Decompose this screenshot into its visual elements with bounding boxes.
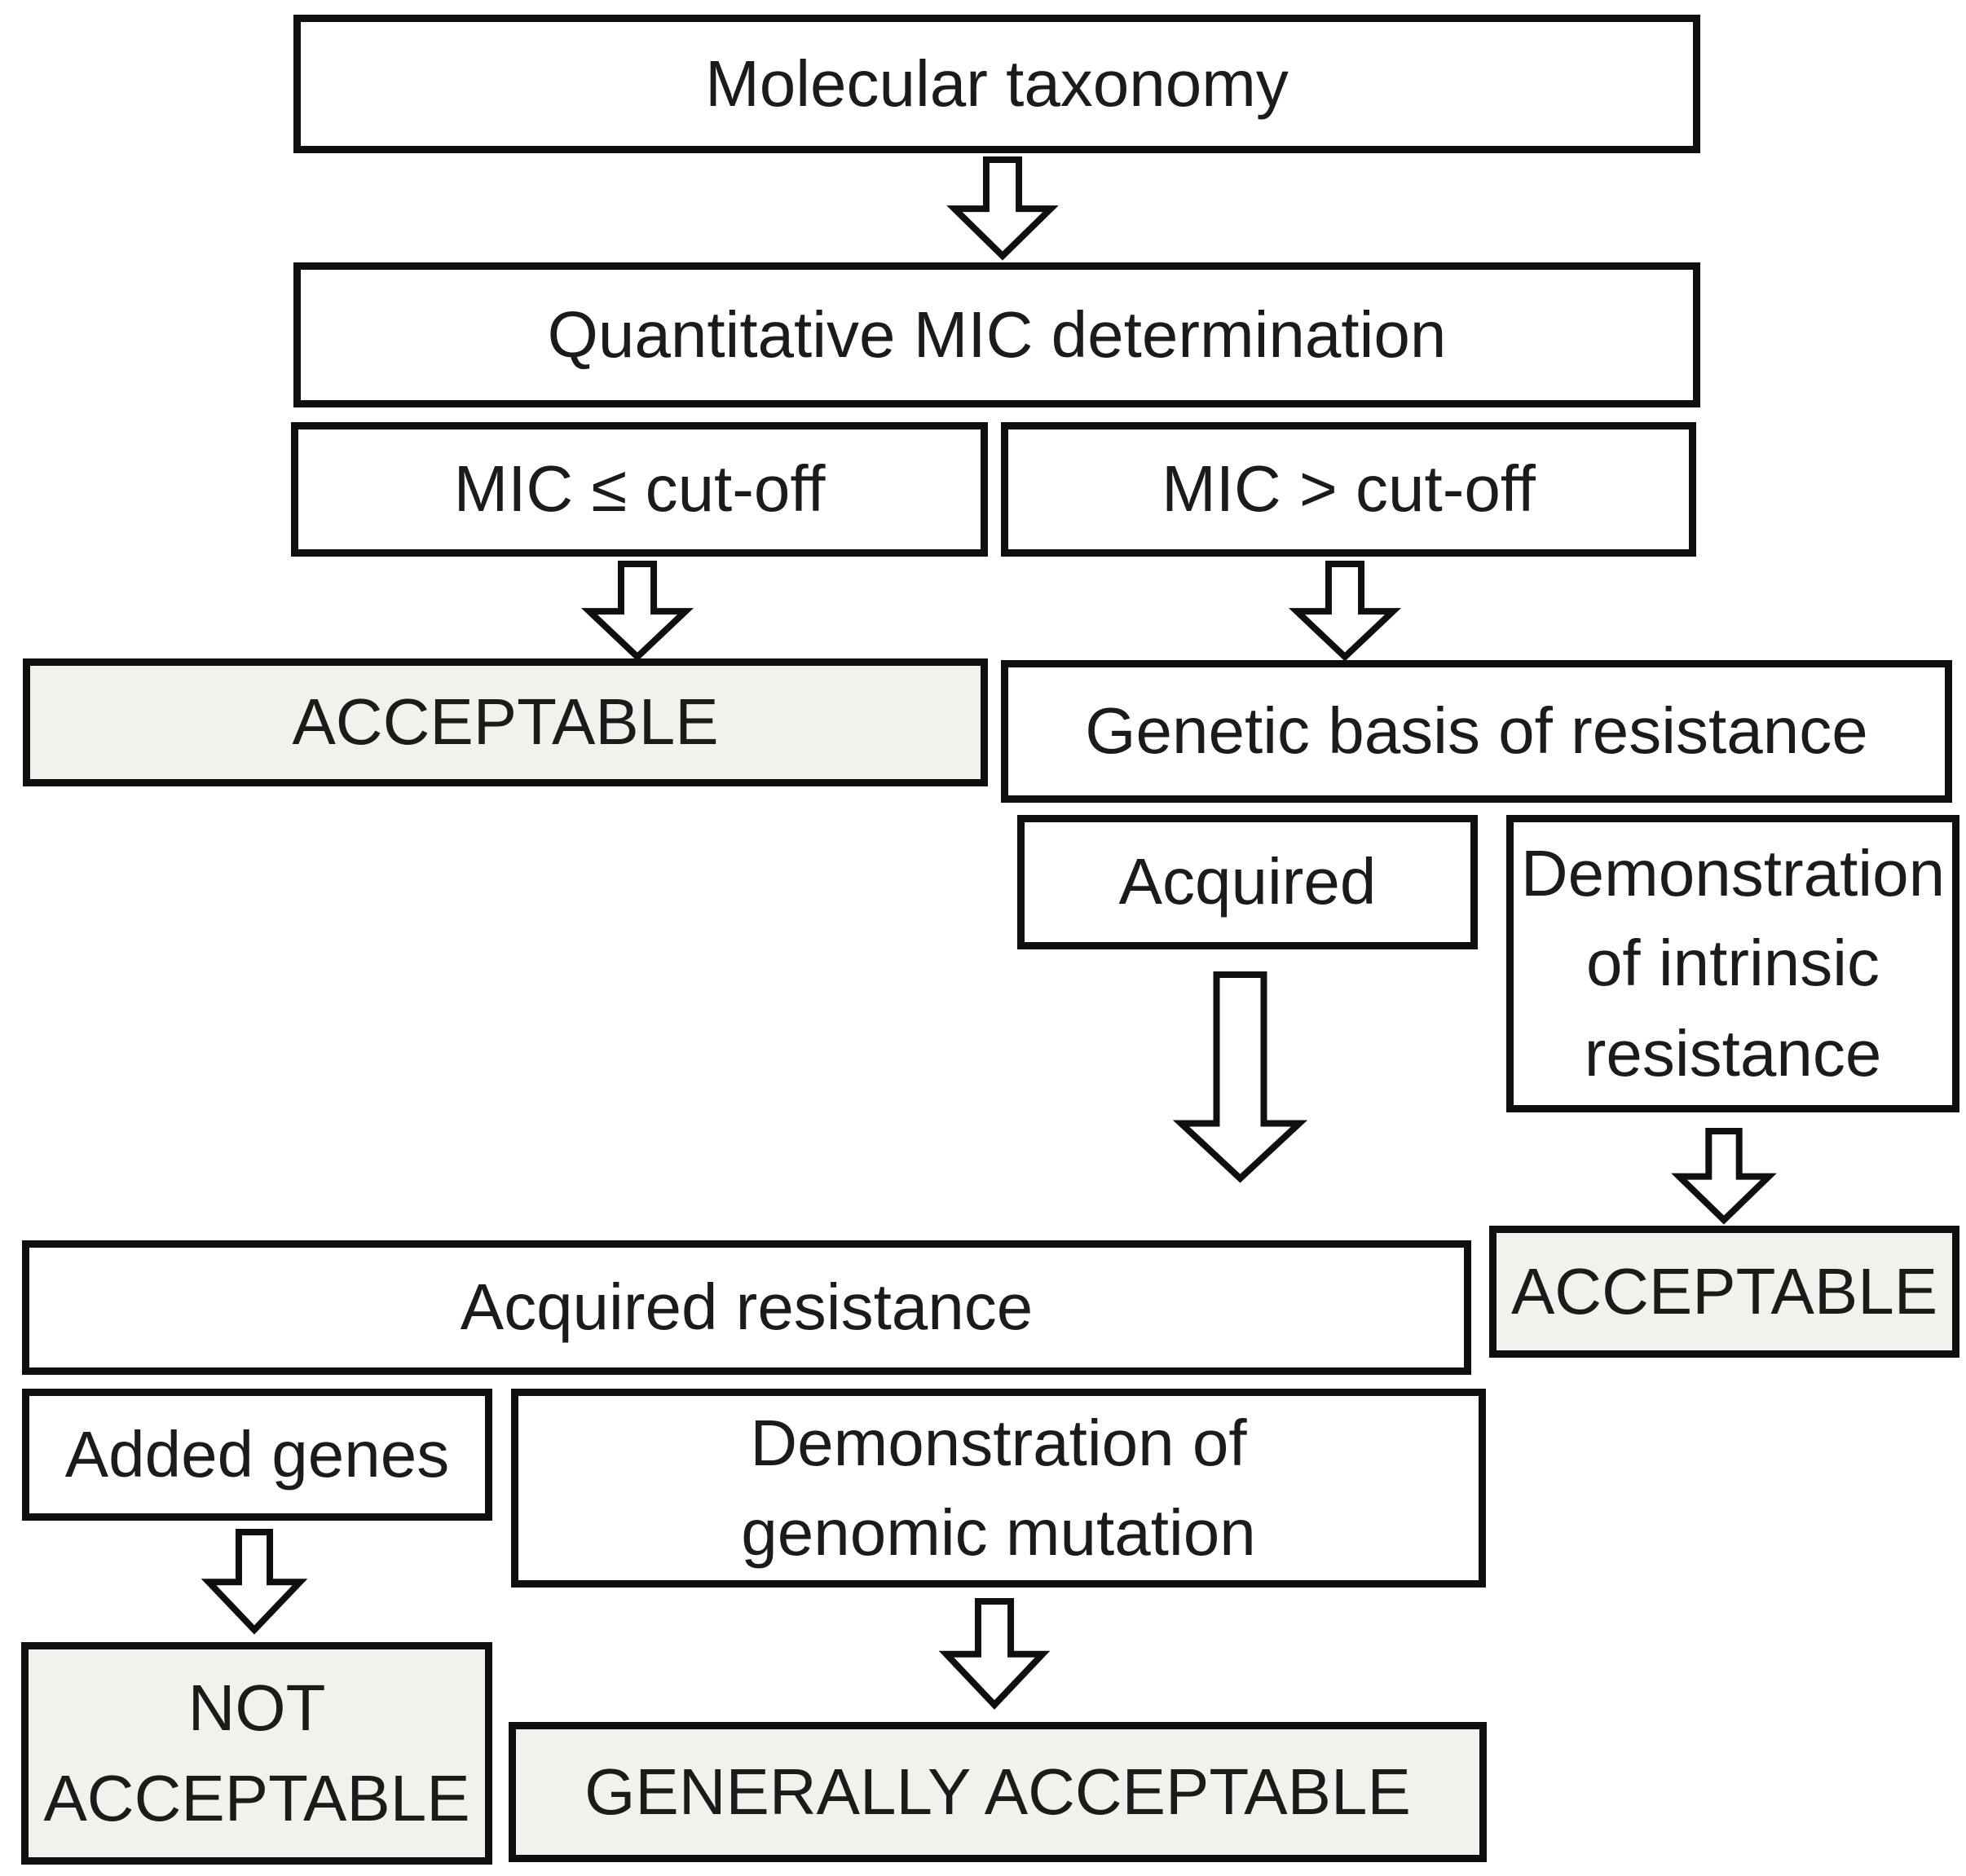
node-acceptable-left: ACCEPTABLE [23, 658, 988, 786]
node-label: Added genes [64, 1417, 450, 1491]
node-label: ACCEPTABLE [1510, 1254, 1938, 1328]
down-arrow-icon [589, 564, 685, 657]
node-label: Quantitative MIC determination [547, 297, 1447, 371]
node-label: NOT ACCEPTABLE [43, 1671, 470, 1834]
down-arrow-icon [1297, 564, 1393, 657]
node-label: Molecular taxonomy [705, 46, 1289, 120]
node-label: Acquired [1118, 845, 1377, 918]
node-molecular-taxonomy: Molecular taxonomy [293, 15, 1700, 153]
down-arrow-icon [209, 1532, 300, 1630]
node-label: MIC ≤ cut-off [453, 452, 826, 526]
down-arrow-icon [1679, 1131, 1769, 1220]
node-quantitative-mic-determination: Quantitative MIC determination [293, 262, 1700, 407]
node-genetic-basis-of-resistance: Genetic basis of resistance [1001, 660, 1952, 803]
node-label: Demonstration of intrinsic resistance [1520, 836, 1946, 1090]
node-label: Acquired resistance [460, 1270, 1034, 1344]
down-arrow-icon [946, 1601, 1043, 1705]
node-acquired-resistance: Acquired resistance [22, 1240, 1471, 1375]
node-generally-acceptable: GENERALLY ACCEPTABLE [509, 1722, 1487, 1862]
node-mic-le-cutoff: MIC ≤ cut-off [291, 422, 988, 557]
node-label: Genetic basis of resistance [1085, 694, 1868, 768]
node-acquired: Acquired [1017, 815, 1478, 949]
node-demonstration-of-genomic-mutation: Demonstration of genomic mutation [511, 1389, 1486, 1588]
node-label: GENERALLY ACCEPTABLE [584, 1755, 1411, 1828]
node-label: Demonstration of genomic mutation [741, 1406, 1256, 1569]
node-not-acceptable: NOT ACCEPTABLE [21, 1642, 492, 1865]
node-added-genes: Added genes [22, 1389, 492, 1521]
down-arrow-icon [1181, 975, 1299, 1178]
down-arrow-icon [954, 160, 1051, 256]
node-acceptable-right: ACCEPTABLE [1489, 1226, 1959, 1358]
node-label: ACCEPTABLE [292, 685, 719, 759]
node-demonstration-of-intrinsic-resistance: Demonstration of intrinsic resistance [1506, 815, 1959, 1112]
node-label: MIC > cut-off [1162, 452, 1536, 526]
node-mic-gt-cutoff: MIC > cut-off [1001, 422, 1696, 557]
